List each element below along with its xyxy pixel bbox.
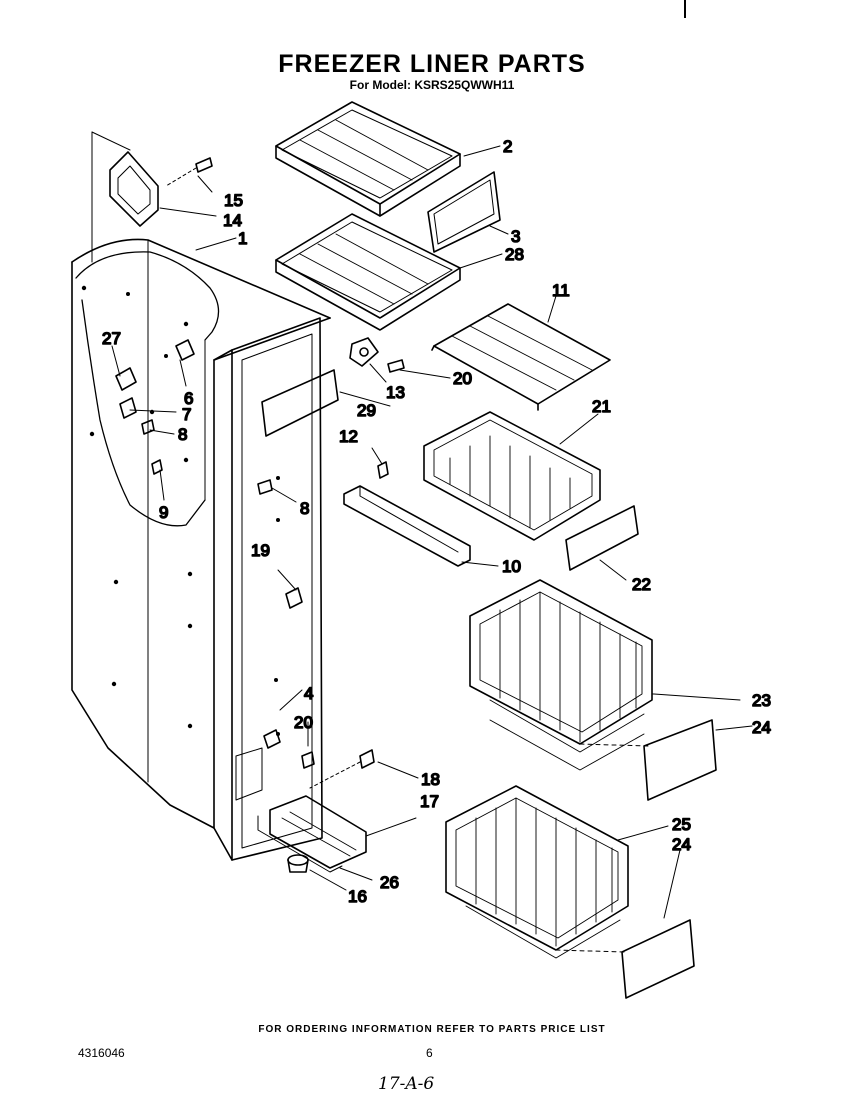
screw-part-12 — [377, 461, 389, 479]
callout-23: 23 — [752, 691, 771, 710]
screw-part-18 — [309, 749, 375, 789]
document-number: 4316046 — [78, 1046, 125, 1060]
basket-cover-part-22 — [565, 505, 639, 571]
shelf-trim-part-3 — [427, 171, 501, 253]
callout-14: 14 — [223, 211, 242, 230]
wire-shelf-part-11 — [431, 303, 611, 411]
basket-part-23 — [469, 579, 653, 771]
control-housing-part-17 — [257, 795, 367, 873]
basket-part-21 — [423, 411, 601, 541]
corner-tick-mark — [684, 0, 686, 18]
basket-cover-part-24-lower — [621, 919, 695, 999]
callout-4: 4 — [304, 684, 313, 703]
ordering-note: FOR ORDERING INFORMATION REFER TO PARTS … — [258, 1024, 606, 1035]
basket-part-25 — [445, 785, 629, 959]
callout-25: 25 — [672, 815, 691, 834]
handwritten-note: 17-A-6 — [378, 1074, 435, 1094]
model-subtitle: For Model: KSRS25QWWH11 — [349, 78, 515, 92]
page-title: FREEZER LINER PARTS — [278, 50, 586, 78]
callout-13: 13 — [386, 383, 405, 402]
callout-27: 27 — [102, 329, 121, 348]
callout-8-left: 8 — [178, 425, 187, 444]
callout-24-lower: 24 — [672, 835, 691, 854]
callout-12: 12 — [339, 427, 358, 446]
callout-7: 7 — [182, 405, 191, 424]
callout-16: 16 — [348, 887, 367, 906]
callout-20-lower: 20 — [294, 713, 313, 732]
screw-part-15 — [165, 157, 213, 187]
rail-part-10 — [343, 485, 471, 567]
shelf-part-28 — [275, 213, 461, 331]
small-parts-left — [115, 339, 315, 769]
basket-cover-part-24-upper — [643, 719, 717, 801]
callout-17: 17 — [420, 792, 439, 811]
callout-1: 1 — [238, 229, 247, 248]
callout-6: 6 — [184, 389, 193, 408]
callout-15: 15 — [224, 191, 243, 210]
callout-19: 19 — [251, 541, 270, 560]
bracket-part-13 — [349, 337, 379, 367]
callout-10: 10 — [502, 557, 521, 576]
callout-8-right: 8 — [300, 499, 309, 518]
callout-20-upper: 20 — [453, 369, 472, 388]
shelf-part-2 — [275, 101, 461, 217]
callout-3: 3 — [511, 227, 520, 246]
callout-2: 2 — [503, 137, 512, 156]
callout-18: 18 — [421, 770, 440, 789]
callout-24-upper: 24 — [752, 718, 771, 737]
foot-part-16 — [287, 854, 309, 873]
callout-26: 26 — [380, 873, 399, 892]
callout-28: 28 — [505, 245, 524, 264]
callout-21: 21 — [592, 397, 611, 416]
handle-part-14 — [109, 151, 159, 227]
callout-9: 9 — [159, 503, 168, 522]
callout-22: 22 — [632, 575, 651, 594]
trim-part-29 — [261, 369, 339, 437]
freezer-liner — [71, 131, 331, 861]
leader-lines — [111, 145, 753, 953]
screw-part-20-upper — [387, 359, 405, 373]
page-number: 6 — [426, 1046, 433, 1060]
callout-29: 29 — [357, 401, 376, 420]
callout-11: 11 — [552, 281, 570, 300]
